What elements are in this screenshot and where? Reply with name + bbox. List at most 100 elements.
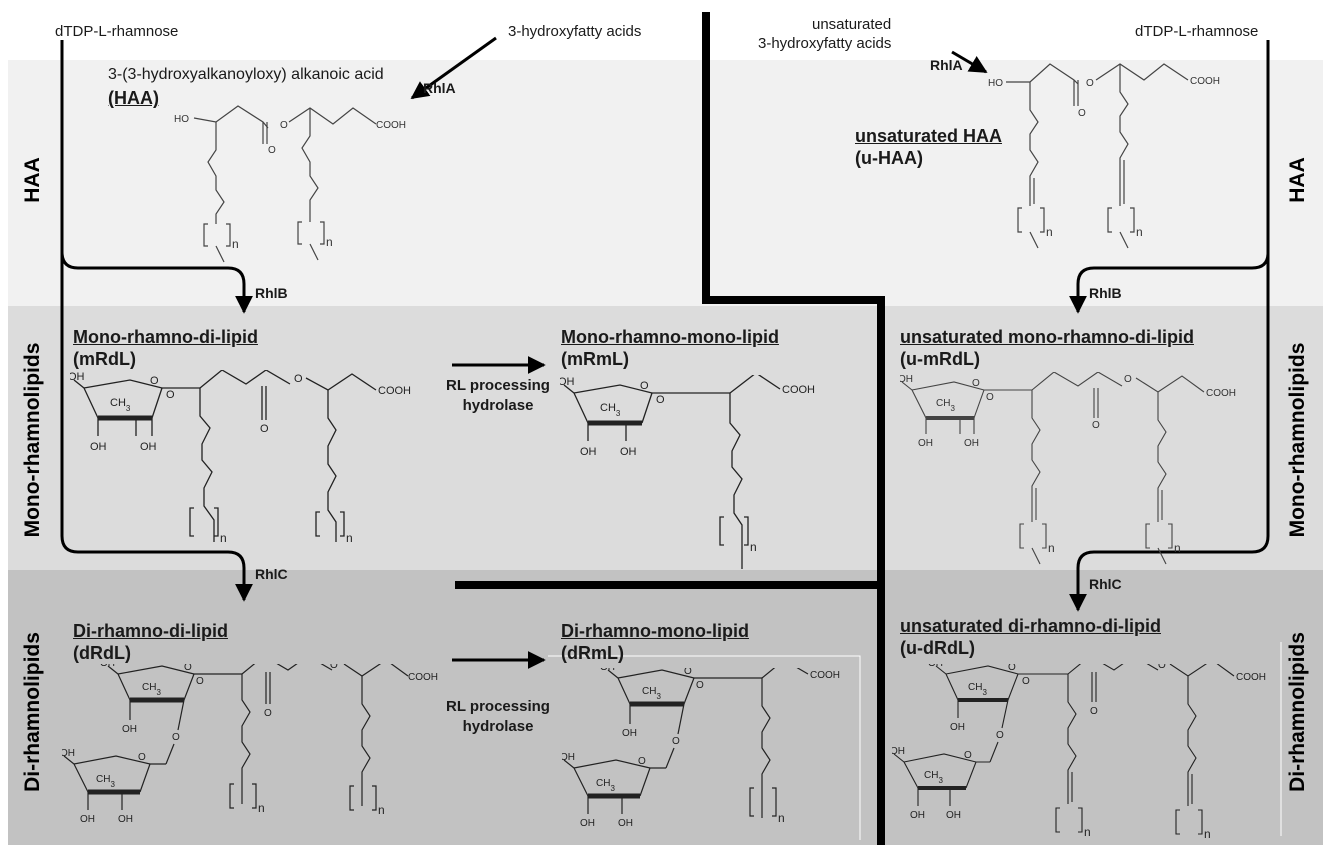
atom-oh: OH — [918, 438, 933, 449]
unsaturated-hydroxyfatty-acids-label-1: unsaturated — [812, 16, 891, 33]
subscript-n: n — [346, 531, 353, 545]
atom-o: O — [1022, 676, 1030, 687]
atom-ch3: CH3 — [142, 682, 161, 697]
processing-label-di-line1: RL processing — [446, 697, 550, 717]
udrdl-name: unsaturated di-rhamno-di-lipid — [900, 616, 1161, 637]
row-label-haa-left: HAA — [21, 157, 45, 203]
atom-cooh: COOH — [378, 385, 411, 397]
atom-oh: OH — [580, 446, 597, 458]
atom-oh: OH — [964, 438, 979, 449]
umrdl-name: unsaturated mono-rhamno-di-lipid — [900, 327, 1194, 348]
atom-o: O — [1086, 78, 1094, 89]
drdl-structure: O O CH3 OH OH O O CH3 OH OH OH O O COOH … — [62, 664, 442, 844]
atom-oh: OH — [618, 818, 633, 829]
subscript-n: n — [326, 235, 333, 249]
atom-o: O — [196, 676, 204, 687]
atom-o: O — [672, 736, 680, 747]
dtdp-rhamnose-left-label: dTDP-L-rhamnose — [55, 23, 178, 40]
atom-ch3: CH3 — [96, 774, 115, 789]
umrdl-structure: O O CH3 OH OH OH O O COOH n n — [900, 372, 1245, 572]
mrml-name: Mono-rhamno-mono-lipid — [561, 327, 779, 348]
atom-o: O — [330, 664, 338, 671]
atom-ch3: CH3 — [642, 686, 661, 701]
uhaa-structure: HO O O COOH n n — [988, 30, 1238, 258]
drml-structure: O O CH3 OH OH O O CH3 OH OH OH COOH n — [562, 668, 862, 844]
atom-ch3: CH3 — [110, 397, 131, 413]
subscript-n: n — [1174, 541, 1181, 555]
atom-ch3: CH3 — [968, 682, 987, 697]
atom-cooh: COOH — [1206, 388, 1236, 399]
atom-oh: OH — [928, 664, 943, 669]
atom-oh: OH — [80, 814, 95, 825]
atom-o: O — [138, 752, 146, 763]
atom-oh: OH — [620, 446, 637, 458]
drml-name: Di-rhamno-mono-lipid — [561, 621, 749, 642]
unsaturated-hydroxyfatty-acids-label-2: 3-hydroxyfatty acids — [758, 35, 891, 52]
atom-cooh: COOH — [1190, 76, 1220, 87]
processing-label-mono-line2: hydrolase — [446, 396, 550, 416]
atom-o: O — [1158, 664, 1166, 671]
mrdl-name: Mono-rhamno-di-lipid — [73, 327, 258, 348]
atom-o: O — [964, 750, 972, 761]
atom-oh: OH — [950, 722, 965, 733]
atom-o: O — [184, 664, 192, 673]
atom-oh: OH — [580, 818, 595, 829]
row-label-di-right: Di-rhamnolipids — [1286, 632, 1310, 792]
subscript-n: n — [778, 811, 785, 825]
atom-cooh: COOH — [408, 672, 438, 683]
atom-o: O — [696, 680, 704, 691]
atom-oh: OH — [140, 441, 157, 453]
atom-o: O — [150, 375, 159, 387]
atom-oh: OH — [100, 664, 115, 669]
atom-o: O — [1124, 374, 1132, 385]
atom-oh: OH — [622, 728, 637, 739]
drdl-abbreviation: (dRdL) — [73, 643, 131, 664]
subscript-n: n — [1048, 541, 1055, 555]
subscript-n: n — [232, 237, 239, 251]
atom-oh: OH — [892, 746, 905, 757]
subscript-n: n — [378, 803, 385, 817]
row-label-di-left: Di-rhamnolipids — [21, 632, 45, 792]
udrdl-abbreviation: (u-dRdL) — [900, 638, 975, 659]
rhlc-right-label: RhlC — [1089, 576, 1122, 592]
processing-label-di-line2: hydrolase — [446, 717, 550, 737]
subscript-n: n — [220, 531, 227, 545]
haa-structure: HO O O COOH n n — [168, 96, 418, 266]
mrdl-abbreviation: (mRdL) — [73, 349, 136, 370]
row-label-mono-left: Mono-rhamnolipids — [21, 343, 45, 538]
atom-oh: OH — [560, 376, 575, 388]
atom-cooh: COOH — [376, 120, 406, 131]
atom-oh: OH — [118, 814, 133, 825]
mrml-structure: O O CH3 OH OH OH COOH n — [560, 375, 830, 575]
atom-oh: OH — [600, 668, 615, 673]
processing-label-mono-line1: RL processing — [446, 376, 550, 396]
atom-oh: OH — [90, 441, 107, 453]
rhlb-right-label: RhlB — [1089, 285, 1122, 301]
uhaa-abbreviation: (u-HAA) — [855, 148, 923, 169]
subscript-n: n — [750, 540, 757, 554]
atom-o: O — [638, 756, 646, 767]
subscript-n: n — [258, 801, 265, 815]
atom-o: O — [996, 730, 1004, 741]
drdl-name: Di-rhamno-di-lipid — [73, 621, 228, 642]
rhla-right-label: RhlA — [930, 57, 963, 73]
atom-o: O — [166, 389, 175, 401]
hydroxyfatty-acids-label: 3-hydroxyfatty acids — [508, 23, 641, 40]
atom-cooh: COOH — [1236, 672, 1266, 683]
atom-oh: OH — [910, 810, 925, 821]
atom-o: O — [640, 380, 649, 392]
atom-oh: OH — [946, 810, 961, 821]
atom-ch3: CH3 — [600, 402, 621, 418]
subscript-n: n — [1046, 225, 1053, 239]
subscript-n: n — [1084, 825, 1091, 839]
atom-ch3: CH3 — [924, 770, 943, 785]
uhaa-name: unsaturated HAA — [855, 126, 1002, 147]
haa-abbreviation: (HAA) — [108, 88, 159, 109]
atom-o: O — [972, 378, 980, 389]
atom-oh: OH — [122, 724, 137, 735]
atom-oh: OH — [62, 748, 75, 759]
atom-ho: HO — [988, 78, 1003, 89]
atom-cooh: COOH — [810, 670, 840, 681]
row-label-mono-right: Mono-rhamnolipids — [1286, 343, 1310, 538]
